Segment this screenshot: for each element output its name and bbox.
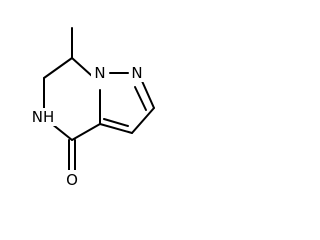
bond-c2-c3a-a [99,123,133,134]
atom-nh-label: NH [32,108,55,126]
atom-n2-label: N [131,64,142,82]
nh-label-bg [30,108,56,126]
bond-c7-c6 [43,57,73,79]
o-label-bg [63,170,81,188]
bond-n2-c3-a [141,80,155,109]
bond-c3-c2 [131,107,155,134]
bond-c4-c3a [71,123,101,141]
bond-n2-c3-b [134,86,147,111]
bond-nh-c4 [51,123,73,141]
atom-o-label: O [66,171,78,189]
bond-c2-c3a-b [103,118,129,127]
n1-label-bg [91,64,109,82]
bond-n1-c7 [71,57,93,77]
atom-labels: N N NH O [30,64,145,189]
bonds [43,27,155,171]
chemical-structure-diagram: N N NH O [30,27,155,189]
n2-label-bg [129,64,145,82]
atom-n1-label: N [94,64,105,82]
